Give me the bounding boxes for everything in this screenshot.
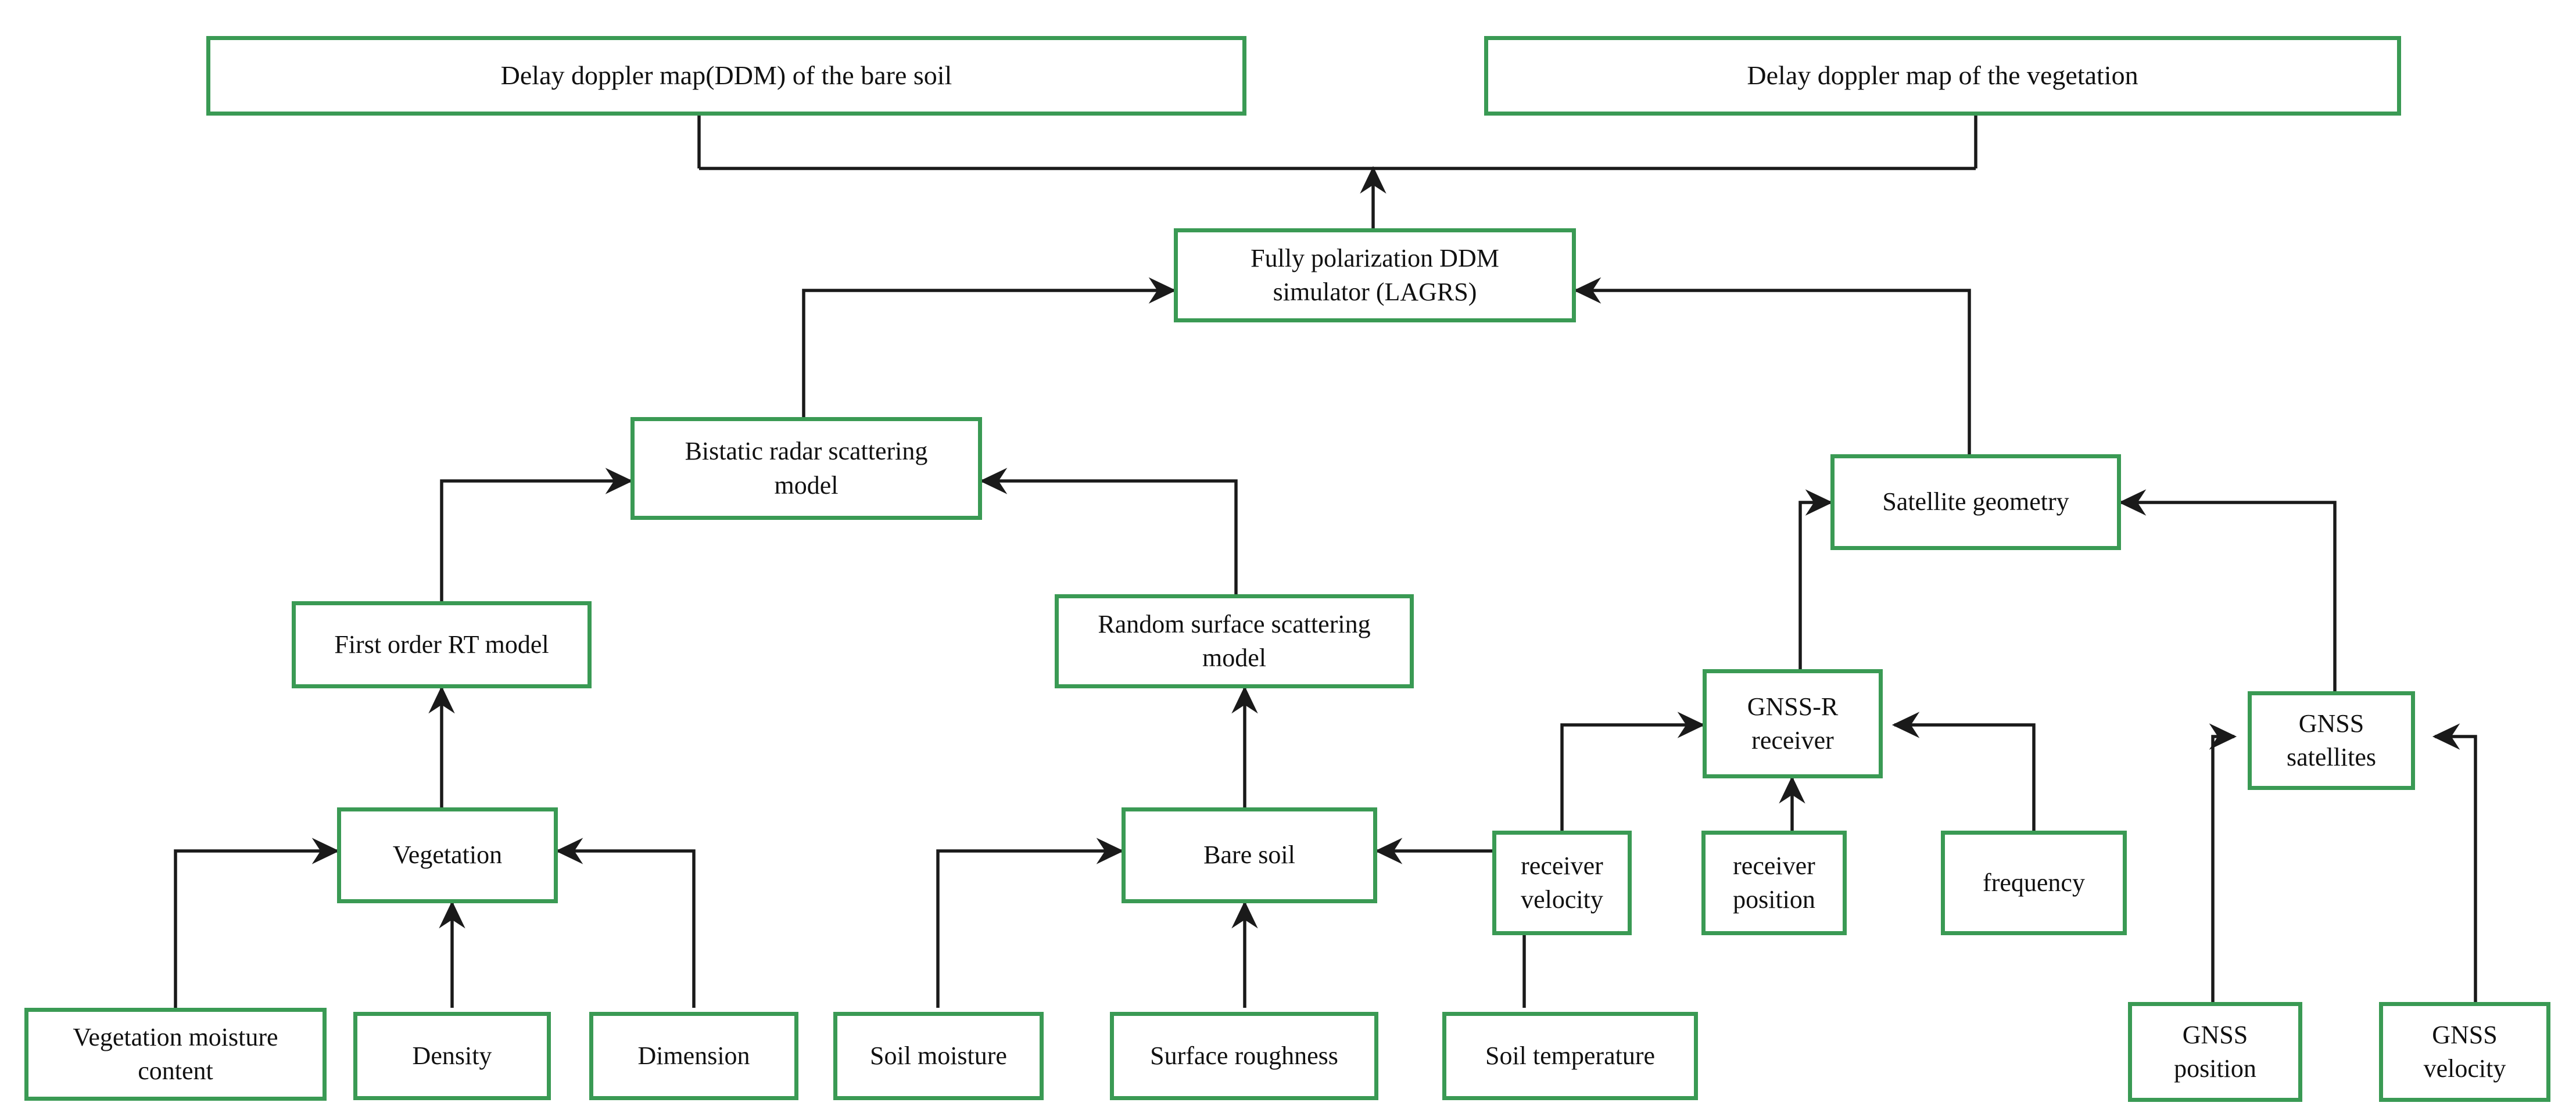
node-label: receiver velocity: [1521, 851, 1603, 914]
node-bare-soil[interactable]: Bare soil: [1122, 807, 1377, 903]
edge-randomsurface-to-bistatic: [979, 468, 1238, 601]
node-label: frequency: [1983, 868, 2085, 897]
node-label: GNSS velocity: [2423, 1020, 2506, 1083]
edge-dimension-to-vegetation: [555, 838, 696, 1008]
node-label: Delay doppler map of the vegetation: [1747, 60, 2138, 91]
node-random-surface-scattering-model[interactable]: Random surface scattering model: [1055, 594, 1414, 688]
edge-gnsssat-to-satgeom: [2118, 489, 2337, 709]
node-label: Density: [412, 1041, 492, 1070]
node-label: Random surface scattering model: [1098, 609, 1371, 672]
edge-gnssvelocity-to-gnsssat: [2432, 723, 2477, 1002]
node-label: Fully polarization DDM simulator (LAGRS): [1251, 243, 1499, 306]
node-label: GNSS-R receiver: [1747, 692, 1839, 755]
node-label: Surface roughness: [1150, 1041, 1338, 1070]
node-gnss-satellites[interactable]: GNSS satellites: [2248, 691, 2415, 790]
node-bistatic-model[interactable]: Bistatic radar scattering model: [630, 417, 982, 520]
node-label: Bare soil: [1203, 841, 1295, 870]
node-vegetation-moisture-content[interactable]: Vegetation moisture content: [24, 1008, 327, 1101]
node-label: First order RT model: [334, 630, 549, 659]
node-frequency[interactable]: frequency: [1941, 831, 2127, 935]
node-satellite-geometry[interactable]: Satellite geometry: [1830, 454, 2121, 550]
node-ddm-bare-soil[interactable]: Delay doppler map(DDM) of the bare soil: [206, 36, 1246, 116]
node-vegetation[interactable]: Vegetation: [337, 807, 558, 903]
node-label: receiver position: [1733, 851, 1815, 914]
node-surface-roughness[interactable]: Surface roughness: [1110, 1012, 1378, 1100]
node-label: Vegetation: [392, 841, 503, 870]
node-label: Dimension: [637, 1041, 750, 1070]
edge-rtmodel-to-bistatic: [440, 468, 633, 601]
node-gnss-r-receiver[interactable]: GNSS-R receiver: [1703, 669, 1883, 778]
node-density[interactable]: Density: [353, 1012, 551, 1100]
node-label: Bistatic radar scattering model: [685, 437, 928, 500]
edge-gnssposition-to-gnsssat: [2209, 723, 2237, 1002]
edge-vegmoisture-to-vegetation: [174, 838, 340, 1008]
edge-soilmoisture-to-baresoil: [936, 838, 1124, 1008]
node-label: Soil moisture: [870, 1041, 1007, 1070]
node-gnss-velocity[interactable]: GNSS velocity: [2379, 1002, 2550, 1102]
node-label: Delay doppler map(DDM) of the bare soil: [500, 60, 952, 91]
node-soil-temperature[interactable]: Soil temperature: [1442, 1012, 1698, 1100]
node-soil-moisture[interactable]: Soil moisture: [833, 1012, 1044, 1100]
edge-bistatic-to-simulator: [802, 277, 1177, 439]
node-label: Satellite geometry: [1882, 487, 2069, 516]
node-label: GNSS position: [2174, 1020, 2256, 1083]
edge-satgeom-to-simulator: [1573, 277, 1971, 454]
node-label: Vegetation moisture content: [73, 1022, 278, 1085]
node-dimension[interactable]: Dimension: [589, 1012, 798, 1100]
edge-frequency-to-gnssr: [1891, 712, 2036, 831]
edge-recvelocity-to-gnssr: [1560, 712, 1706, 831]
node-ddm-vegetation[interactable]: Delay doppler map of the vegetation: [1484, 36, 2401, 116]
node-simulator[interactable]: Fully polarization DDM simulator (LAGRS): [1174, 228, 1576, 322]
node-receiver-position[interactable]: receiver position: [1701, 831, 1847, 935]
node-receiver-velocity[interactable]: receiver velocity: [1492, 831, 1632, 935]
node-gnss-position[interactable]: GNSS position: [2128, 1002, 2302, 1102]
node-label: Soil temperature: [1485, 1041, 1655, 1070]
node-label: GNSS satellites: [2287, 709, 2376, 771]
edge-gnssr-to-satgeom: [1798, 489, 1833, 680]
node-first-order-rt-model[interactable]: First order RT model: [292, 601, 592, 688]
